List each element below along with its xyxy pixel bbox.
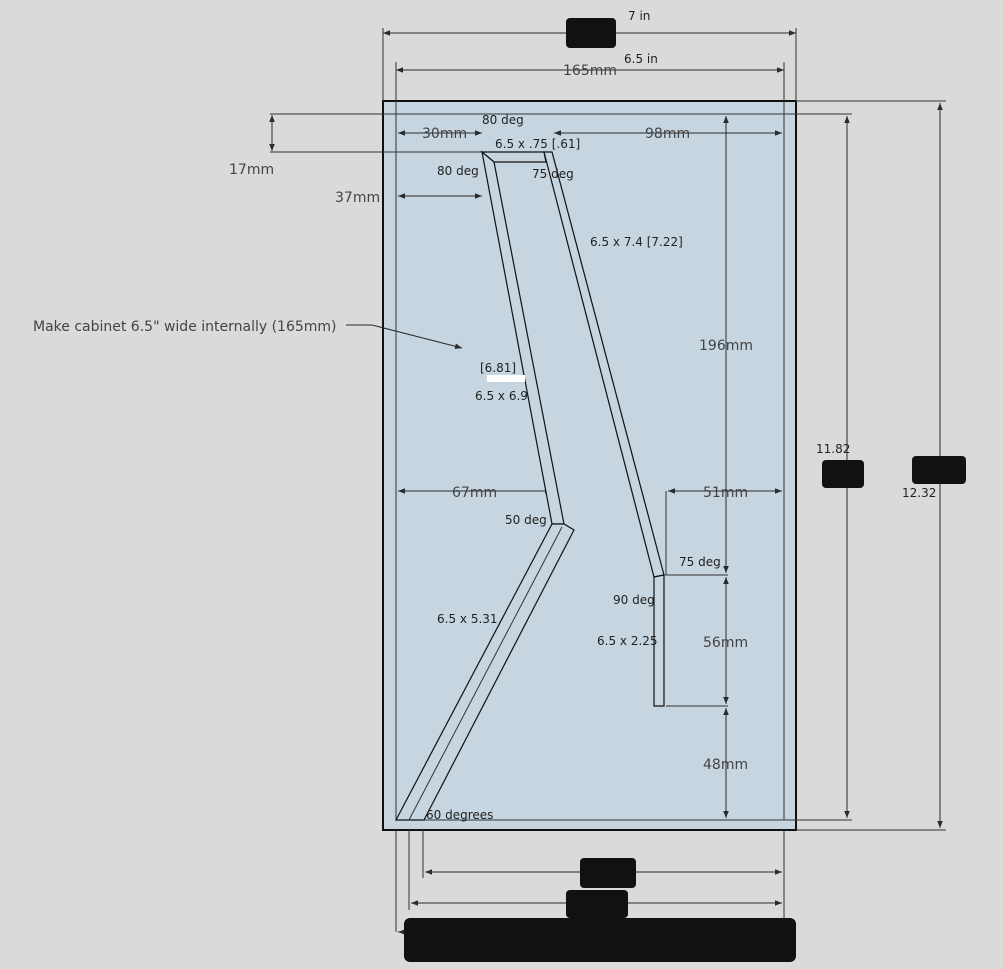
cabinet-inner-box bbox=[395, 113, 785, 821]
label-196mm: 196mm bbox=[699, 338, 753, 354]
label-98mm: 98mm bbox=[645, 126, 690, 142]
cabinet-outer-box bbox=[382, 100, 797, 831]
label-75deg-mid: 75 deg bbox=[679, 555, 721, 569]
label-panel-left-upper-alt: [6.81] bbox=[480, 361, 516, 375]
redaction-marks bbox=[404, 18, 966, 962]
redaction-scribble bbox=[912, 456, 966, 484]
label-165mm: 165mm bbox=[563, 63, 617, 79]
label-80deg-top: 80 deg bbox=[482, 113, 524, 127]
dimension-labels: 7 in 6.5 in 165mm 30mm 80 deg 98mm 6.5 x… bbox=[33, 9, 936, 822]
label-56mm: 56mm bbox=[703, 635, 748, 651]
label-48mm: 48mm bbox=[703, 757, 748, 773]
label-panel-left-upper: 6.5 x 6.9 bbox=[475, 389, 528, 403]
white-mark bbox=[487, 375, 525, 382]
label-51mm: 51mm bbox=[703, 485, 748, 501]
redaction-scribble bbox=[580, 858, 636, 888]
label-37mm: 37mm bbox=[335, 190, 380, 206]
label-90deg: 90 deg bbox=[613, 593, 655, 607]
extension-lines bbox=[270, 28, 946, 932]
label-panel-right-long: 6.5 x 7.4 [7.22] bbox=[590, 235, 683, 249]
redaction-scribble bbox=[566, 890, 628, 918]
label-60deg: 60 degrees bbox=[426, 808, 493, 822]
baffle-panels bbox=[395, 150, 665, 821]
label-panel-top: 6.5 x .75 [.61] bbox=[495, 137, 580, 151]
label-6-5in: 6.5 in bbox=[624, 52, 658, 66]
label-12-32: 12.32 bbox=[902, 486, 936, 500]
note-text: Make cabinet 6.5" wide internally (165mm… bbox=[33, 319, 337, 335]
label-67mm: 67mm bbox=[452, 485, 497, 501]
label-panel-right-short: 6.5 x 2.25 bbox=[597, 634, 658, 648]
label-80deg-left: 80 deg bbox=[437, 164, 479, 178]
redaction-scribble bbox=[566, 18, 616, 48]
label-75deg-top: 75 deg bbox=[532, 167, 574, 181]
label-30mm: 30mm bbox=[422, 126, 467, 142]
label-7in: 7 in bbox=[628, 9, 650, 23]
label-50deg: 50 deg bbox=[505, 513, 547, 527]
panel-right-short bbox=[653, 574, 665, 707]
panel-left-lower bbox=[395, 523, 575, 821]
redaction-scribble bbox=[822, 460, 864, 488]
redaction-scribble bbox=[404, 918, 796, 962]
label-11-82: 11.82 bbox=[816, 442, 850, 456]
label-panel-left-lower: 6.5 x 5.31 bbox=[437, 612, 498, 626]
label-17mm: 17mm bbox=[229, 162, 274, 178]
